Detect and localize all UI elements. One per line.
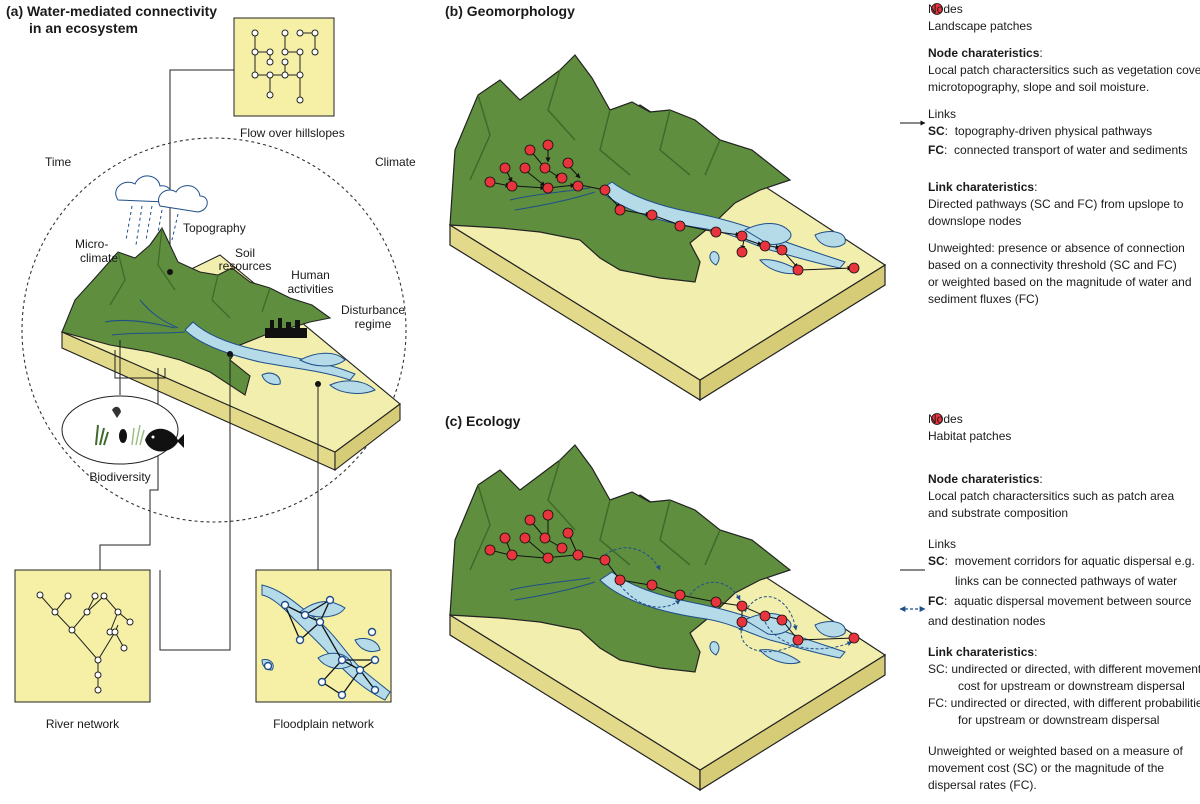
node-char-line1-c: Local patch charactersitics such as patc…: [928, 489, 1175, 503]
fc-desc-line2-c: and destination nodes: [928, 614, 1046, 628]
human-label-1: Human: [291, 268, 330, 282]
human-label-2: activities: [287, 282, 334, 296]
time-label: Time: [45, 155, 72, 169]
biodiversity-ellipse: [61, 395, 179, 465]
river-network-label: River network: [45, 717, 120, 731]
panel-a-title-line1: (a) Water-mediated connectivity: [6, 3, 218, 19]
ecosystem-landscape: [60, 226, 401, 472]
link-char-line1-b: Directed pathways (SC and FC) from upslo…: [928, 197, 1184, 211]
weight-line3-c: dispersal rates (FC).: [928, 778, 1037, 792]
fc-desc-line1-c: aquatic dispersal movement between sourc…: [954, 594, 1192, 608]
soil-label-2: resources: [218, 259, 272, 273]
node-char-title-b: Node charateristics: [928, 46, 1040, 60]
biodiversity-label: Biodiversity: [89, 470, 151, 484]
sc-char-line1-c: SC: undirected or directed, with differe…: [928, 662, 1200, 676]
sc-char-line2-c: cost for upstream or downstream dispersa…: [958, 679, 1185, 693]
nodes-label-b: Nodes: [928, 2, 963, 16]
node-char-line2-b: microtopography, slope and soil moisture…: [928, 80, 1150, 94]
link-char-line2-b: downslope nodes: [928, 214, 1022, 228]
fc-char-line2-c: for upstream or downstream dispersal: [958, 713, 1160, 727]
node-legend-icon-c: [931, 413, 943, 425]
panel-c-legend: Nodes Habitat patches Node charateristic…: [928, 412, 1200, 792]
link-char-title-b: Link charateristics: [928, 180, 1035, 194]
factory-icon: [265, 318, 307, 338]
floodplain-network-label: Floodplain network: [273, 717, 374, 731]
node-legend-icon-b: [931, 3, 943, 15]
sc-key-c: SC: [928, 554, 945, 568]
weight-line1-c: Unweighted or weighted based on a measur…: [928, 744, 1183, 758]
panel-b-legend: Nodes Landscape patches Node charaterist…: [928, 2, 1200, 306]
links-label-b: Links: [928, 107, 957, 121]
panel-c-title: (c) Ecology: [445, 413, 521, 429]
panel-b-title: (b) Geomorphology: [445, 3, 575, 19]
soil-label-1: Soil: [234, 246, 255, 260]
links-label-c: Links: [928, 537, 957, 551]
node-char-line2-c: and substrate composition: [928, 506, 1069, 520]
geomorphology-landscape: [449, 54, 886, 401]
weight-line3-b: or weighted based on the magnitude of wa…: [928, 275, 1192, 289]
node-char-line1-b: Local patch charactersitics such as vege…: [928, 63, 1200, 77]
nodes-desc-b: Landscape patches: [928, 19, 1033, 33]
microclimate-label-2: climate: [80, 251, 119, 265]
weight-line2-b: based on a connectivity threshold (SC an…: [928, 258, 1177, 272]
disturbance-label-1: Disturbance: [340, 303, 406, 317]
cloud-icon: [115, 175, 208, 246]
sc-key-b: SC: [928, 124, 945, 138]
sc-desc-b: topography-driven physical pathways: [954, 124, 1153, 138]
river-network-box: [14, 569, 151, 703]
link-char-title-c: Link charateristics: [928, 645, 1035, 659]
weight-line4-b: sediment fluxes (FC): [928, 292, 1039, 306]
geomorphology-nodes: [484, 139, 860, 276]
species-icons: [95, 406, 184, 452]
topography-label: Topography: [183, 221, 246, 235]
fc-key-c: FC: [928, 594, 944, 608]
node-char-title-c: Node charateristics: [928, 472, 1040, 486]
fc-key-b: FC: [928, 143, 944, 157]
panel-a-title-line2: in an ecosystem: [29, 20, 138, 36]
microclimate-label-1: Micro-: [75, 237, 109, 251]
ecology-landscape: [449, 444, 886, 791]
nodes-label-c: Nodes: [928, 412, 963, 426]
disturbance-label-2: regime: [354, 317, 392, 331]
ecosystem-boundary-circle: [21, 137, 407, 523]
ecology-nodes: [484, 509, 860, 646]
fc-desc-b: connected transport of water and sedimen…: [954, 143, 1188, 157]
weight-line2-c: movement cost (SC) or the magnitude of t…: [928, 761, 1165, 775]
sc-desc-line1-c: movement corridors for aquatic dispersal…: [954, 554, 1195, 568]
fc-char-line1-c: FC: undirected or directed, with differe…: [928, 696, 1200, 710]
nodes-desc-c: Habitat patches: [928, 429, 1012, 443]
panel-a-diagram: [14, 17, 407, 703]
flow-over-hillslopes-label: Flow over hillslopes: [240, 126, 345, 140]
sc-desc-line2-c: links can be connected pathways of water: [955, 574, 1178, 588]
weight-line1-b: Unweighted: presence or absence of conne…: [928, 241, 1185, 255]
climate-label: Climate: [375, 155, 416, 169]
